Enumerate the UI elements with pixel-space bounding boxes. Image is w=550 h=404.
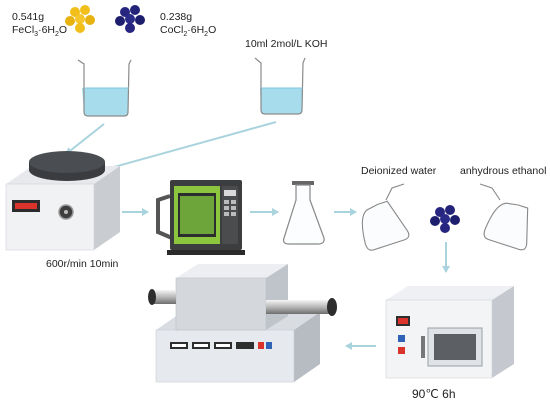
cocl2-formula-main: CoCl — [160, 24, 184, 36]
deionized-water-label: Deionized water — [361, 165, 437, 177]
koh-beaker-icon — [254, 57, 306, 115]
cocl2-formula-sub1: 2 — [183, 31, 188, 39]
fecl3-particles-icon — [65, 5, 95, 33]
microwave-reactor-icon — [156, 180, 245, 255]
anhydrous-ethanol-label: anhydrous ethanol — [460, 165, 547, 177]
cocl2-formula-mid: ·6H — [187, 24, 205, 36]
fecl3-formula-main: FeCl — [12, 24, 35, 36]
cocl2-formula-label: CoCl2·6H2O — [160, 24, 216, 41]
arrow-beaker-to-stirrer — [65, 123, 105, 155]
tube-furnace-icon — [148, 264, 337, 383]
product-particles-icon — [430, 205, 460, 233]
fecl3-formula-mid: ·6H — [38, 24, 55, 36]
fecl3-formula-end: O — [58, 24, 68, 36]
stir-condition-label: 600r/min 10min — [46, 258, 119, 270]
cocl2-mass-label: 0.238g — [160, 11, 193, 23]
arrow-koh-to-stirrer — [95, 121, 277, 175]
dry-condition-label: 90℃ 6h — [412, 387, 456, 401]
cocl2-particles-icon — [115, 5, 145, 33]
fecl3-formula-sub1: 3 — [34, 31, 39, 39]
drying-oven-icon — [385, 286, 514, 379]
wash-bottle-water-icon — [361, 183, 410, 251]
fecl3-mass-label: 0.541g — [12, 11, 45, 23]
fecl3-formula-sub2: 2 — [55, 31, 59, 39]
wash-bottle-ethanol-icon — [479, 183, 529, 251]
cocl2-formula-end: O — [208, 24, 217, 36]
cocl2-formula-sub2: 2 — [204, 31, 209, 39]
flask-icon — [282, 181, 325, 245]
beaker-icon — [77, 59, 132, 117]
fecl3-formula-label: FeCl3·6H2O — [12, 24, 67, 41]
koh-label: 10ml 2mol/L KOH — [245, 38, 328, 50]
magnetic-stirrer-icon — [5, 151, 120, 251]
